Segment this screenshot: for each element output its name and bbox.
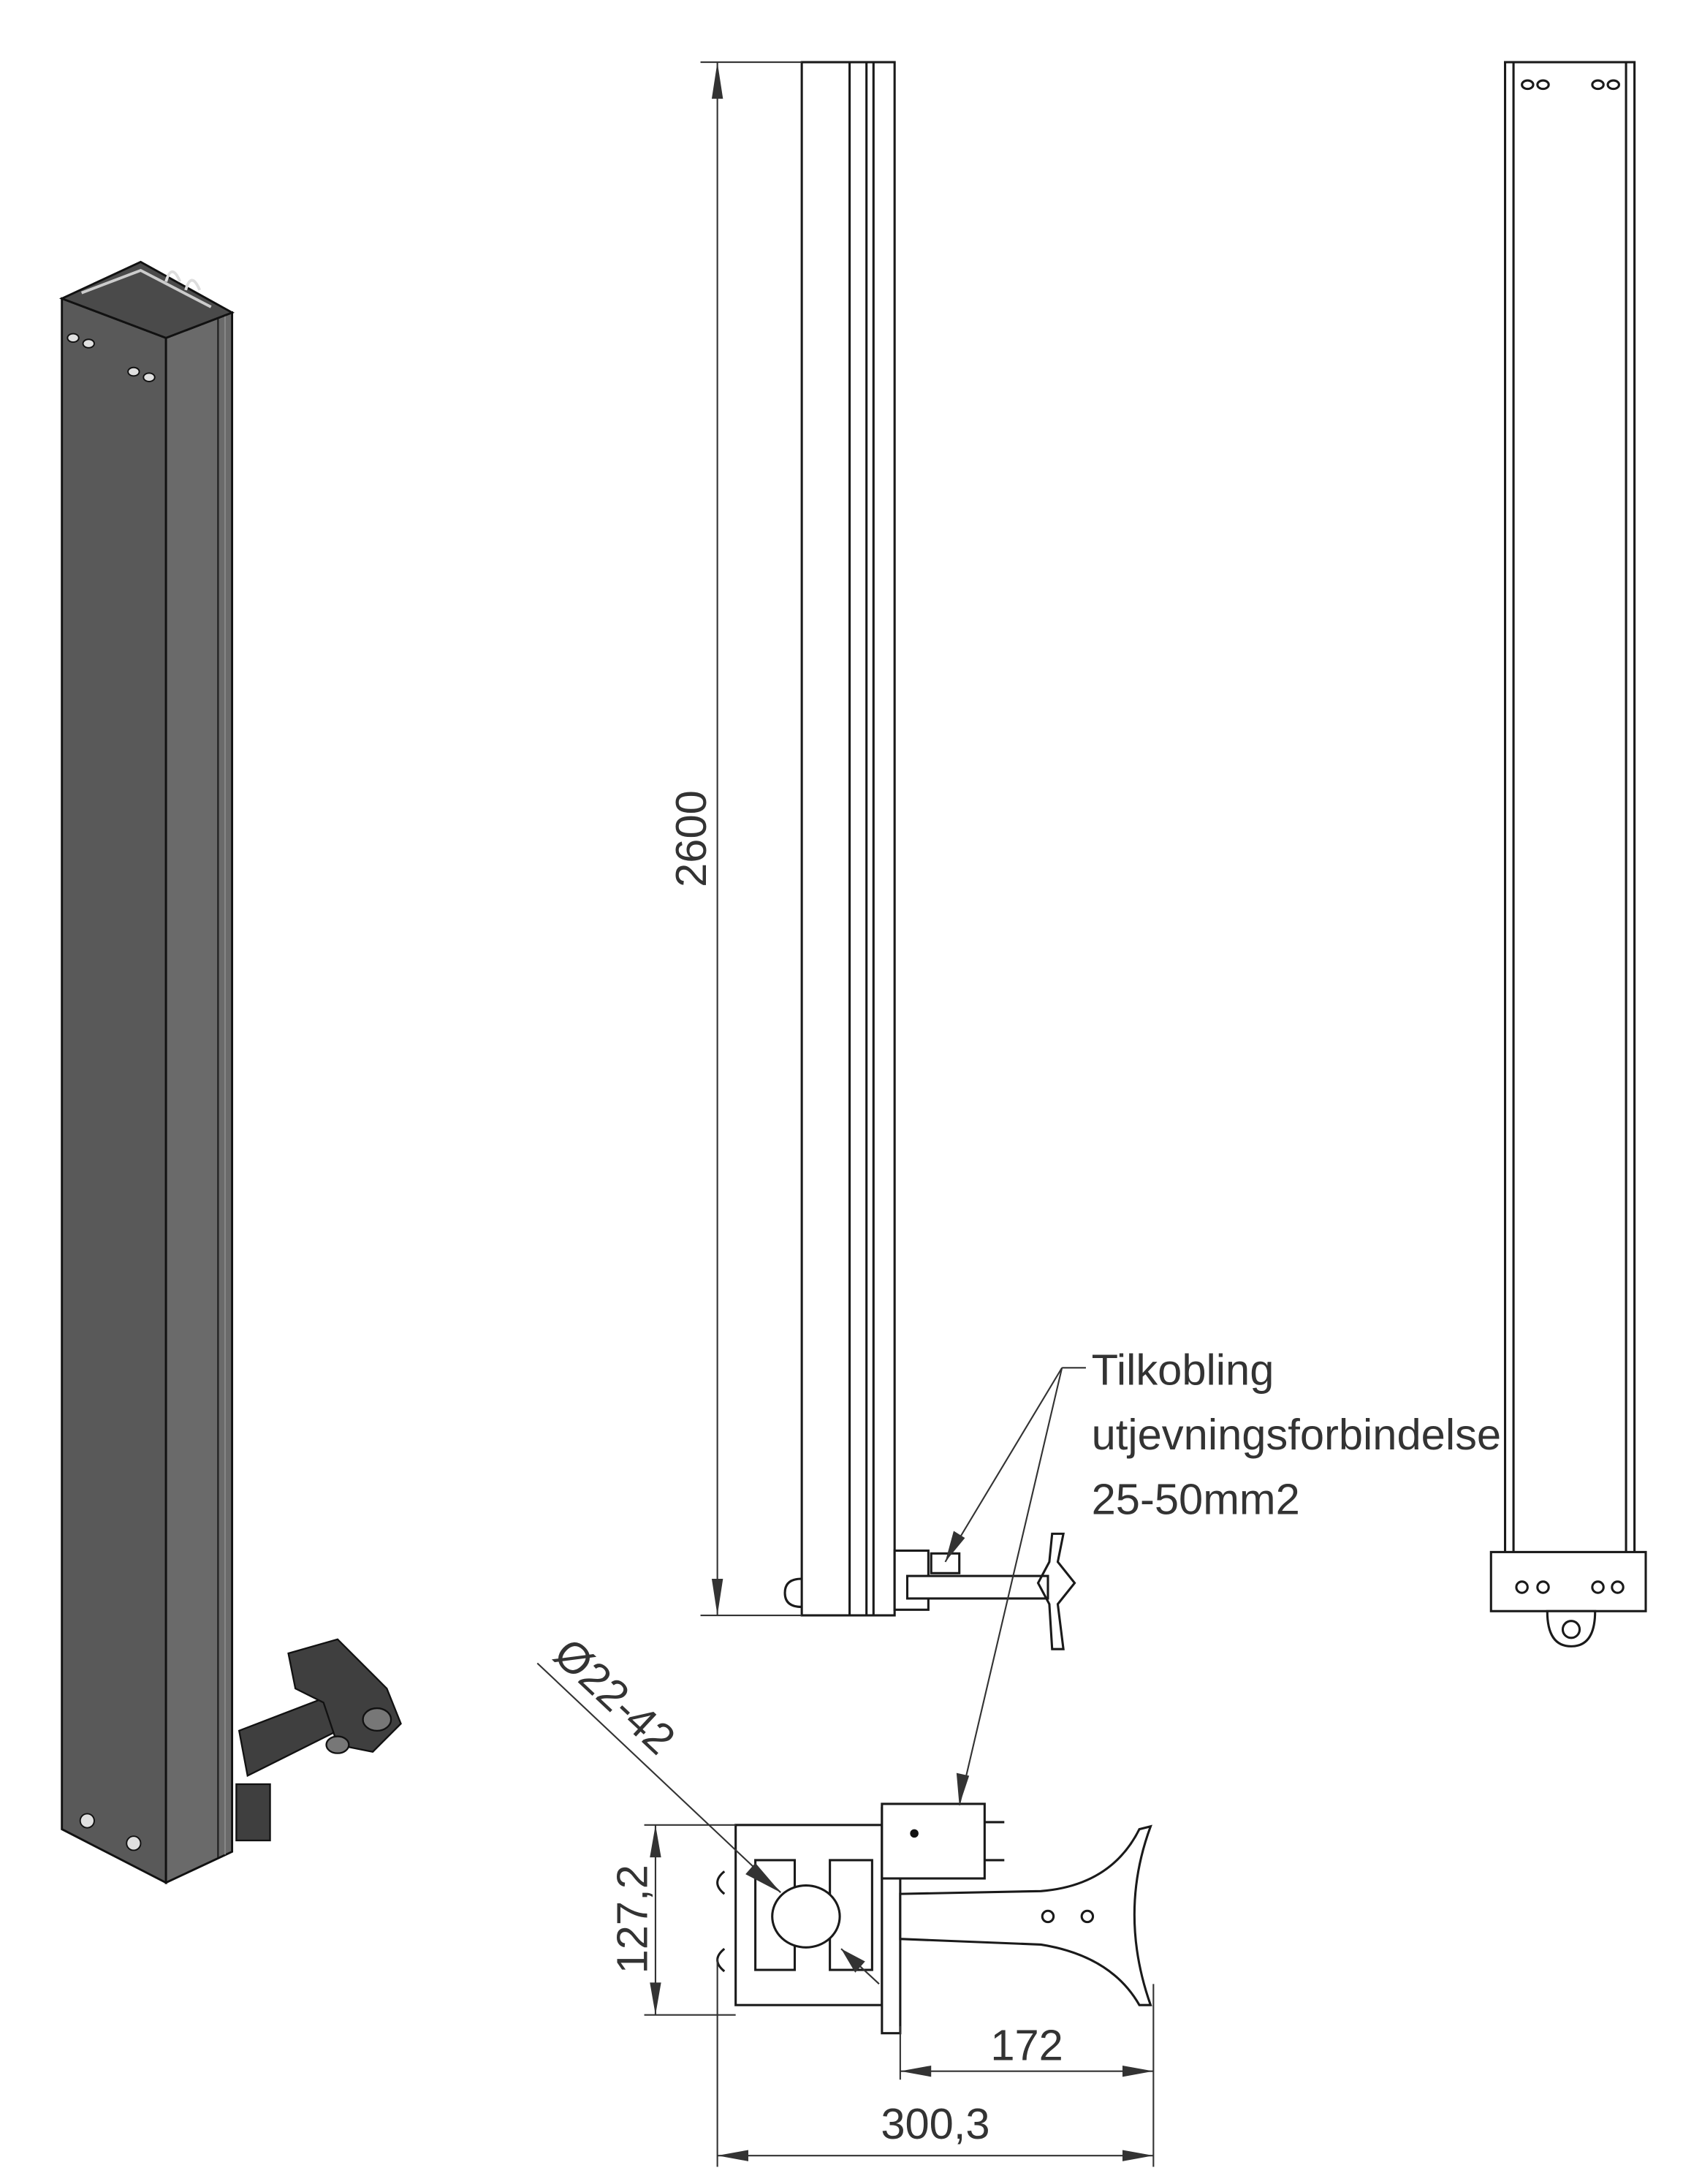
dimension-arm-length: 172 [990,2020,1063,2069]
side-elevation-view: 2600 [666,61,1076,1650]
callout-line-2: utjevningsforbindelse [1092,1410,1501,1459]
iso-bracket [235,1638,402,1842]
dimension-diameter: Ø22-42 [545,1628,685,1764]
bonding-connection-callout: Tilkobling utjevningsforbindelse 25-50mm… [944,1345,1501,1806]
dimension-clamp-height: 127,2 [607,1865,656,1973]
isometric-column-view [58,260,402,1885]
iso-side-face [164,311,234,1885]
side-bracket [893,1532,1076,1650]
callout-line-3: 25-50mm2 [1092,1474,1300,1523]
front-elevation-view [1489,61,1647,1648]
dimension-total-depth: 300,3 [881,2099,989,2148]
plan-view: 127,2 172 300,3 Ø22-42 [536,1628,1155,2167]
callout-line-1: Tilkobling [1092,1345,1274,1394]
iso-top-opening [58,260,235,339]
dimension-height: 2600 [666,790,715,887]
iso-front-face [61,297,167,1885]
